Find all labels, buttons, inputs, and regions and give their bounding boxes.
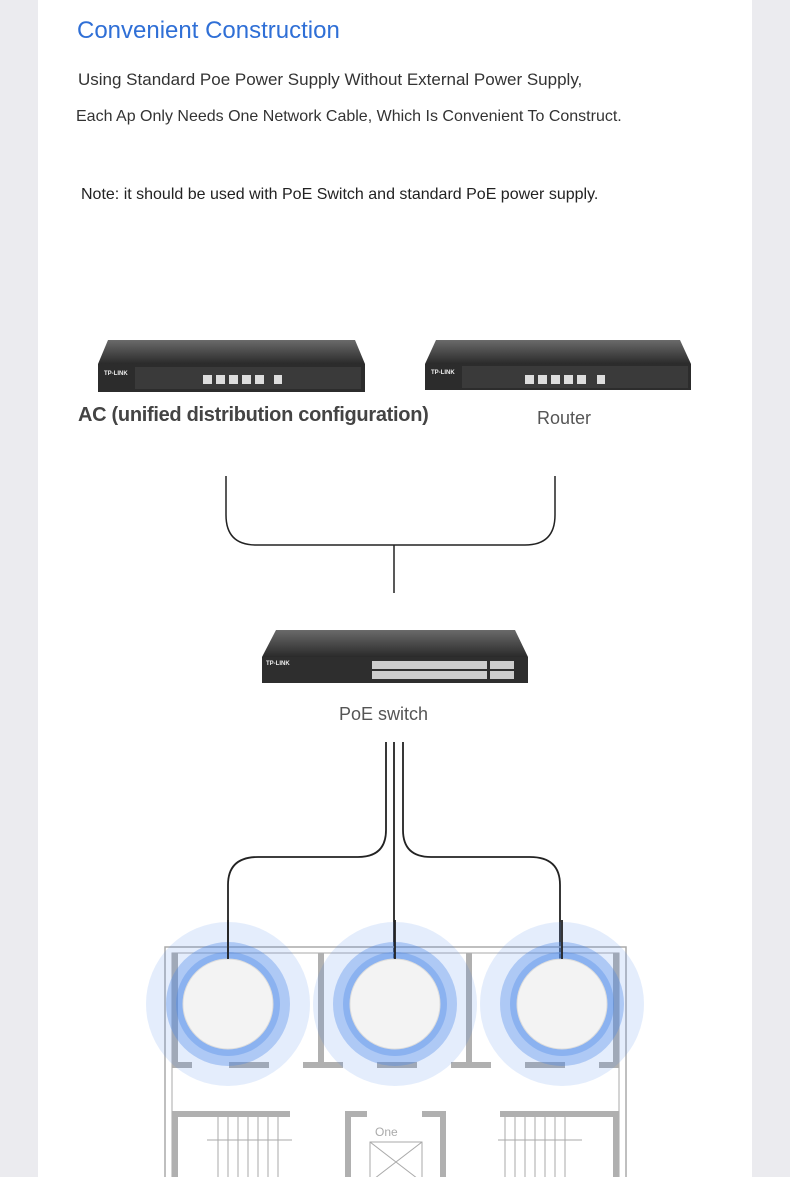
floor-plan [164, 946, 627, 1177]
description-line-2: Each Ap Only Needs One Network Cable, Wh… [76, 108, 622, 125]
router-brand-logo: TP-LINK [431, 370, 455, 376]
access-point-right [480, 922, 644, 1086]
poe-switch-label: PoE switch [339, 704, 429, 724]
ac-brand-logo: TP-LINK [104, 371, 128, 377]
router-label: Router [537, 408, 592, 428]
description-line-1: Using Standard Poe Power Supply Without … [78, 70, 583, 89]
ac-controller-device: TP-LINK [98, 340, 365, 392]
section-title: Convenient Construction [77, 17, 340, 44]
note-text: Note: it should be used with PoE Switch … [81, 186, 599, 203]
floorplan-label: One [375, 1125, 398, 1139]
ap-cables [227, 742, 561, 960]
access-point-center [313, 922, 477, 1086]
poe-switch-device: TP-LINK [262, 630, 528, 683]
ap-cable-ends [227, 920, 563, 959]
router-device: TP-LINK [425, 340, 691, 390]
uplink-cables [225, 476, 556, 593]
switch-brand-logo: TP-LINK [266, 661, 290, 667]
access-point-left [146, 922, 310, 1086]
ac-label: AC (unified distribution configuration) [78, 404, 429, 426]
